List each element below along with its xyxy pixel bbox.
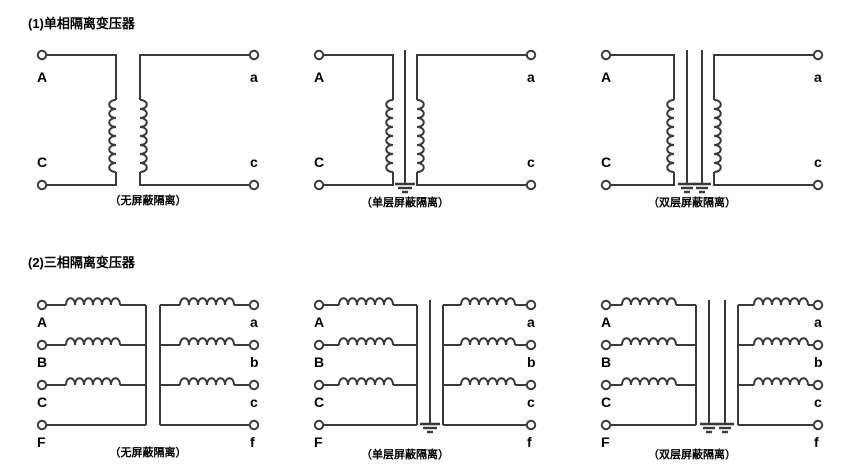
terminal-label-C: C <box>37 394 47 410</box>
caption-sp-double-shield: （双层屏蔽隔离） <box>648 197 736 209</box>
terminal-f <box>248 419 260 431</box>
schematic-svg: A B C F a b c f <box>600 297 824 450</box>
terminal-a <box>248 299 260 311</box>
schematic-svg: A B C F a b c f <box>36 297 260 450</box>
terminal-label-c: c <box>250 154 258 170</box>
terminal-label-a: a <box>250 69 258 85</box>
terminal-label-F: F <box>37 434 46 450</box>
caption-sp-single-shield: （单层屏蔽隔离） <box>361 197 449 209</box>
terminal-label-c: c <box>527 154 535 170</box>
terminal-label-A: A <box>601 314 611 330</box>
terminal-c <box>248 179 260 191</box>
section-title-single-phase: (1)单相隔离变压器 <box>28 16 135 31</box>
terminal-label-C: C <box>601 154 611 170</box>
terminal-A <box>36 299 48 311</box>
ground-symbol-1 <box>420 422 440 434</box>
terminal-A <box>600 299 612 311</box>
caption-tp-double-shield: （双层屏蔽隔离） <box>648 449 736 461</box>
terminal-A <box>36 49 48 61</box>
terminal-B <box>36 339 48 351</box>
terminal-label-b: b <box>814 354 823 370</box>
terminal-C <box>313 379 325 391</box>
terminal-label-A: A <box>37 314 47 330</box>
schematic-svg: A C a c <box>600 49 824 194</box>
schematic-svg: A B C F a b c f <box>313 297 537 450</box>
terminal-C <box>600 379 612 391</box>
terminal-a <box>812 49 824 61</box>
terminal-f <box>525 419 537 431</box>
diagram-tp-double-shield: A B C F a b c f <box>592 295 832 450</box>
terminal-label-F: F <box>601 434 610 450</box>
terminal-label-f: f <box>527 434 532 450</box>
terminal-C <box>36 379 48 391</box>
terminal-label-a: a <box>814 314 822 330</box>
terminal-label-A: A <box>314 69 324 85</box>
diagram-sp-double-shield: A C a c <box>592 45 832 195</box>
terminal-c <box>525 179 537 191</box>
terminal-label-a: a <box>250 314 258 330</box>
terminal-label-A: A <box>601 69 611 85</box>
terminal-a <box>525 299 537 311</box>
caption-sp-no-shield: （无屏蔽隔离） <box>109 195 187 207</box>
diagram-tp-no-shield: A B C F a b c f <box>28 295 268 450</box>
terminal-A <box>313 49 325 61</box>
terminal-label-f: f <box>814 434 819 450</box>
terminal-A <box>600 49 612 61</box>
terminal-label-C: C <box>314 394 324 410</box>
terminal-F <box>36 419 48 431</box>
terminal-C <box>313 179 325 191</box>
ground-symbol-2 <box>693 182 711 194</box>
terminal-F <box>600 419 612 431</box>
terminal-b <box>525 339 537 351</box>
terminal-b <box>812 339 824 351</box>
terminal-label-B: B <box>37 354 47 370</box>
terminal-label-c: c <box>250 394 258 410</box>
terminal-C <box>600 179 612 191</box>
terminal-label-b: b <box>250 354 259 370</box>
terminal-label-c: c <box>814 394 822 410</box>
terminal-label-a: a <box>814 69 822 85</box>
terminal-label-C: C <box>314 154 324 170</box>
terminal-label-C: C <box>601 394 611 410</box>
terminal-label-F: F <box>314 434 323 450</box>
terminal-label-B: B <box>314 354 324 370</box>
terminal-a <box>525 49 537 61</box>
terminal-label-B: B <box>601 354 611 370</box>
terminal-label-A: A <box>314 314 324 330</box>
terminal-f <box>812 419 824 431</box>
terminal-label-c: c <box>527 394 535 410</box>
terminal-c <box>248 379 260 391</box>
terminal-B <box>313 339 325 351</box>
schematic-svg: A C a c <box>313 49 537 194</box>
caption-tp-no-shield: （无屏蔽隔离） <box>109 447 187 459</box>
terminal-label-a: a <box>527 69 535 85</box>
terminal-A <box>313 299 325 311</box>
terminal-a <box>812 299 824 311</box>
caption-tp-single-shield: （单层屏蔽隔离） <box>361 449 449 461</box>
ground-symbol-1 <box>395 182 415 194</box>
terminal-label-a: a <box>527 314 535 330</box>
ground-symbol-2 <box>716 422 734 434</box>
terminal-B <box>600 339 612 351</box>
terminal-label-f: f <box>250 434 255 450</box>
terminal-label-A: A <box>37 69 47 85</box>
schematic-svg: A C a c <box>36 49 260 191</box>
section-title-three-phase: (2)三相隔离变压器 <box>28 255 135 270</box>
terminal-a <box>248 49 260 61</box>
diagram-sp-single-shield: A C a c <box>305 45 545 195</box>
terminal-label-b: b <box>527 354 536 370</box>
terminal-b <box>248 339 260 351</box>
ground-symbol-1 <box>700 422 718 434</box>
terminal-F <box>313 419 325 431</box>
diagram-tp-single-shield: A B C F a b c f <box>305 295 545 450</box>
terminal-c <box>525 379 537 391</box>
diagram-sp-no-shield: A C a c <box>28 45 268 195</box>
terminal-c <box>812 179 824 191</box>
terminal-label-c: c <box>814 154 822 170</box>
terminal-label-C: C <box>37 154 47 170</box>
terminal-C <box>36 179 48 191</box>
terminal-c <box>812 379 824 391</box>
